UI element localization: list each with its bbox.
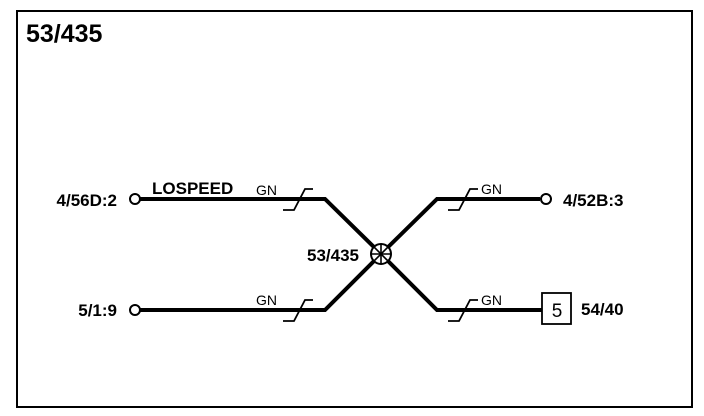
- wire-left-top: [140, 197, 383, 256]
- wire-color-right-top: GN: [481, 181, 502, 197]
- diagram-title: 53/435: [26, 20, 103, 48]
- wire-color-left-bottom: GN: [256, 292, 277, 308]
- wire-right-bottom: [379, 252, 542, 312]
- connector-box: [541, 292, 572, 325]
- connector-label-right-bottom: 54/40: [581, 300, 624, 319]
- connector-label-left-bottom: 5/1:9: [78, 301, 117, 320]
- wire-marker-left-top: [283, 188, 313, 211]
- signal-label: LOSPEED: [152, 179, 233, 198]
- wire-marker-left-bottom: [283, 299, 313, 322]
- connector-label-left-top: 4/56D:2: [57, 191, 117, 210]
- terminal-left-top: [129, 193, 141, 205]
- diagram-border: [16, 10, 693, 408]
- wire-left-bottom: [140, 252, 383, 312]
- splice-label: 53/435: [307, 246, 359, 265]
- splice-node-icon: [370, 243, 392, 265]
- connector-box-number: 5: [552, 301, 563, 322]
- wire-marker-right-top: [448, 188, 478, 211]
- wire-marker-right-bottom: [448, 299, 478, 322]
- terminal-left-bottom: [129, 304, 141, 316]
- wire-color-left-top: GN: [256, 182, 277, 198]
- connector-label-right-top: 4/52B:3: [563, 191, 623, 210]
- wire-right-top: [379, 197, 540, 256]
- wire-color-right-bottom: GN: [481, 292, 502, 308]
- terminal-right-top: [540, 193, 552, 205]
